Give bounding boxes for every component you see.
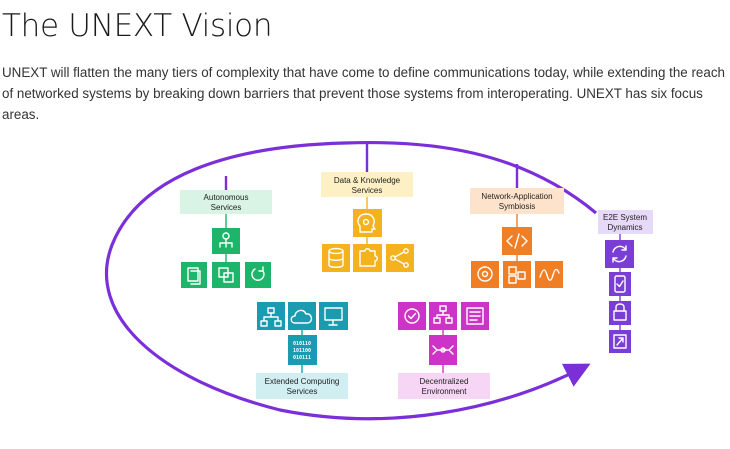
- badge-check-icon: [398, 302, 426, 330]
- area-extended-computing: 010110 101100 010111 Extended Computing …: [256, 302, 348, 399]
- label-decentralized-line2: Environment: [422, 387, 468, 396]
- gear-cycle-icon: [471, 261, 499, 288]
- label-data-knowledge-line1: Data & Knowledge: [334, 176, 401, 185]
- page-title: The UNEXT Vision: [2, 8, 273, 44]
- area-data-knowledge: Data & Knowledge Services: [321, 143, 414, 272]
- area-network-application: Network-Application Symbiosis: [470, 164, 564, 288]
- wave-icon: [535, 261, 563, 288]
- label-decentralized-line1: Decentralized: [420, 377, 469, 386]
- layers-icon: [212, 262, 240, 288]
- intro-paragraph: UNEXT will flatten the many tiers of com…: [2, 65, 725, 122]
- refresh-icon: [245, 262, 271, 288]
- area-autonomous-services: Autonomous Services: [180, 176, 272, 288]
- label-box-network-app: [470, 188, 564, 214]
- area-e2e-dynamics: E2E System Dynamics: [598, 210, 653, 353]
- cycle-ring: [105, 140, 598, 421]
- binary-line-1: 010110: [293, 341, 311, 347]
- label-data-knowledge-line2: Services: [352, 186, 383, 195]
- label-computing-line2: Services: [287, 387, 318, 396]
- label-autonomous-line1: Autonomous: [204, 193, 249, 202]
- label-box-autonomous: [180, 190, 272, 214]
- label-computing-line1: Extended Computing: [265, 377, 340, 386]
- label-box-e2e: [598, 210, 653, 234]
- label-e2e-line1: E2E System: [603, 213, 647, 222]
- sync-icon: [605, 240, 634, 268]
- binary-icon: [288, 335, 317, 365]
- binary-line-3: 010111: [293, 355, 311, 361]
- label-box-decentralized: [398, 373, 490, 399]
- area-decentralized: Decentralized Environment: [398, 302, 490, 399]
- label-box-computing: [256, 373, 348, 399]
- label-network-app-line2: Symbiosis: [499, 202, 535, 211]
- binary-line-2: 101100: [293, 348, 311, 354]
- label-network-app-line1: Network-Application: [481, 192, 552, 201]
- label-box-data-knowledge: [321, 172, 413, 197]
- blocks-icon: [503, 261, 531, 288]
- label-autonomous-line2: Services: [211, 203, 242, 212]
- monitor-icon: [319, 302, 348, 330]
- label-e2e-line2: Dynamics: [607, 223, 642, 232]
